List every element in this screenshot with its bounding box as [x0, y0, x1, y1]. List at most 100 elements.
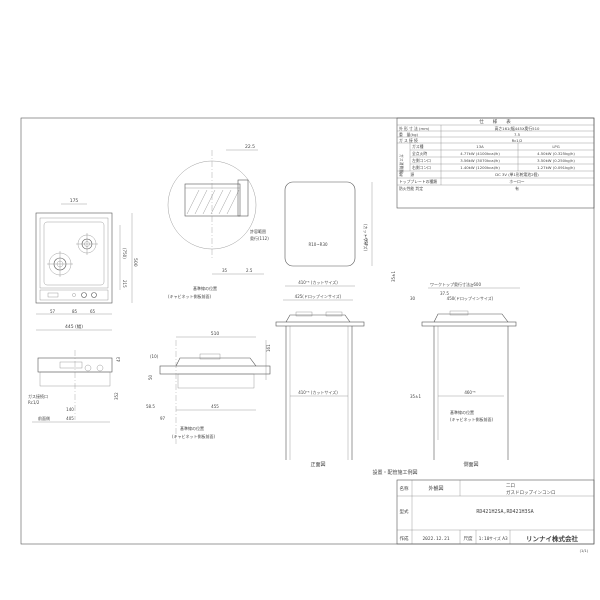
spec-gastype-13a: 13A — [476, 144, 484, 149]
dim-cut-410: 410⁺⁵ (カットサイズ) — [298, 279, 338, 285]
front-install-view: 425(ドロップインサイズ) 410⁺⁵ (カットサイズ) 正面図 — [275, 293, 365, 468]
ref-cabinet-2: (キャビネット側板前面) — [450, 416, 494, 422]
label-size: サイズ — [489, 535, 501, 541]
spec-label-gas: ガ ス 接 続 — [399, 138, 418, 143]
spec-all-lpg: 4.50kW (0.325kg/h) — [537, 151, 575, 156]
dim-43: 43 — [116, 356, 121, 362]
spec-table: 仕 様 表 外 形 寸 法 (mm) 高さ161(幅445X奥行510 重 量(… — [396, 117, 595, 209]
dim-500: 500 — [132, 258, 138, 267]
spec-value-plate: ホーロー — [509, 179, 524, 184]
product-line1: 二口 — [506, 483, 515, 489]
detail-view: 22.5 許容範囲 奥行(112) 35 2.5 基準線の位置 (キャビネット側… — [167, 144, 269, 299]
spec-label-size: 外 形 寸 法 (mm) — [399, 126, 430, 131]
spec-label-power: 電 源 — [399, 172, 414, 177]
cap-note2: 奥行(112) — [250, 235, 269, 241]
dim-2-5: 2.5 — [246, 268, 253, 273]
dim-352: 352 — [114, 392, 119, 400]
size-value: A3 — [502, 536, 508, 542]
side-elevation: 510 (10) 161 455 50 58.5 97 基準線の位置 (キャビネ… — [146, 331, 271, 444]
dim-215: 215 — [122, 280, 127, 288]
spec-left-13a: 3.56kW (3070kcal/h) — [460, 158, 500, 163]
ref-cabinet-3: (キャビネット側板前面) — [172, 433, 216, 439]
spec-label-all: 全点火時 — [412, 151, 427, 156]
spec-left-lpg: 3.50kW (0.250kg/h) — [537, 158, 575, 163]
label-name: 名称 — [400, 485, 409, 492]
dim-10: (10) — [150, 354, 159, 359]
ref-cabinet: (キャビネット側板前面) — [168, 293, 212, 299]
gas-conn-rc: Rc1/2 — [28, 400, 40, 405]
dim-worktop: ワークトップ奥行寸法≧600 — [430, 281, 481, 287]
dim-97: 97 — [160, 416, 166, 421]
dim-57: 57 — [50, 309, 56, 314]
dim-37-5: 37.5 — [440, 291, 449, 296]
dim-30: 30 — [410, 296, 416, 301]
ref-line-2: 基準線の位置 — [450, 409, 474, 415]
dim-cut-460: 460⁺⁵ — [364, 234, 369, 246]
dim-50: 50 — [148, 374, 153, 380]
title-block: 名称 外観図 二口 ガスドロップインコンロ 型式 RD421H2SA,RD421… — [396, 479, 595, 545]
front-elevation: 43 405 140 ガス接続口 Rc1/2 前面側 352 — [28, 350, 121, 423]
label-model: 型式 — [400, 508, 409, 515]
dim-drop-450: 450(ドロップインサイズ) — [447, 295, 494, 301]
dim-22-5: 22.5 — [245, 144, 255, 150]
cutout-view: 410⁺⁵ (カットサイズ) R10~R30 460⁺⁵ (カットサイズ) 35… — [284, 181, 396, 287]
spec-label-plate: トッププレートの種類 — [399, 179, 437, 184]
model-number: RD421H2SA,RD421H3SA — [476, 509, 533, 515]
dim-405: 405 — [66, 416, 74, 421]
dim-510: 510 — [211, 331, 220, 337]
install-title: 設置・配管施工例図 — [372, 469, 417, 476]
side-install-view: ワークトップ奥行寸法≧600 37.5 30 450(ドロップインサイズ) 46… — [410, 281, 520, 468]
product-line2: ガスドロップインコンロ — [506, 489, 556, 496]
dim-750: (750) — [122, 248, 127, 259]
gas-conn-label: ガス接続口 — [28, 393, 48, 399]
spec-value-weight: 7.5 — [514, 132, 521, 137]
dim-455: 455 — [211, 404, 219, 409]
spec-value-fire: 有 — [515, 186, 519, 191]
dim-161: 161 — [266, 344, 271, 352]
spec-all-13a: 4.77kW (4100kcal/h) — [460, 151, 500, 156]
dim-drop-425: 425(ドロップインサイズ) — [295, 293, 342, 299]
ref-line-3: 基準線の位置 — [180, 425, 204, 431]
spec-label-fire: 防火性能 判定 — [399, 186, 423, 191]
spec-label-right: 右側コンロ — [412, 165, 431, 170]
scale-value: 1:10 — [479, 536, 490, 542]
spec-gastype-lpg: LPG — [552, 144, 559, 149]
dim-175: 175 — [70, 198, 79, 204]
spec-title: 仕 様 表 — [479, 118, 511, 125]
top-view: 175 445 (幅) 57 85 65 500 (750) 215 — [35, 198, 138, 331]
spec-value-gas: Rc1/2 — [512, 138, 523, 143]
dim-85: 85 — [72, 309, 78, 314]
front-side-label: 前面側 — [38, 415, 50, 421]
view-front: 正面図 — [310, 462, 325, 468]
spec-side-label: ガス消費量 — [399, 154, 404, 173]
spec-label-weight: 重 量(kg) — [399, 132, 418, 137]
sheet-border — [20, 117, 595, 545]
dim-cut-460b: 460⁺⁵ — [464, 390, 476, 395]
view-side: 側面図 — [463, 461, 478, 468]
spec-label-left: 左側コンロ — [412, 158, 431, 163]
page-number: (1/1) — [580, 549, 589, 553]
label-date: 作成 — [400, 535, 409, 542]
company-name: リンナイ株式会社 — [526, 534, 579, 543]
dim-58-5: 58.5 — [146, 404, 155, 409]
dim-r10: R10~R30 — [308, 242, 328, 247]
dim-140: 140 — [66, 407, 74, 412]
ref-line: 基準線の位置 — [193, 285, 217, 291]
dim-445: 445 (幅) — [65, 323, 83, 330]
dim-cut-label: (カットサイズ) — [363, 224, 369, 251]
dim-35: 35 — [222, 268, 228, 273]
dim-35-1b: 35±1 — [410, 394, 421, 399]
spec-right-13a: 1.40kW (1200kcal/h) — [460, 165, 500, 170]
spec-right-lpg: 1.27kW (0.091kg/h) — [537, 165, 575, 170]
spec-value-power: DC 3V (単1形乾電池2個) — [495, 172, 539, 177]
dim-65: 65 — [90, 309, 96, 314]
spec-label-gastype: ガス種 — [412, 144, 424, 149]
dim-35-1a: 35±1 — [391, 271, 396, 282]
cap-note1: 許容範囲 — [250, 228, 266, 234]
spec-value-size: 高さ161(幅445X奥行510 — [495, 126, 540, 131]
label-scale: 尺度 — [464, 535, 473, 542]
dim-cut-410b: 410⁺⁵ (カットサイズ) — [298, 389, 338, 395]
drawing-type: 外観図 — [428, 485, 443, 492]
date-value: 2022.12.21 — [422, 536, 449, 542]
